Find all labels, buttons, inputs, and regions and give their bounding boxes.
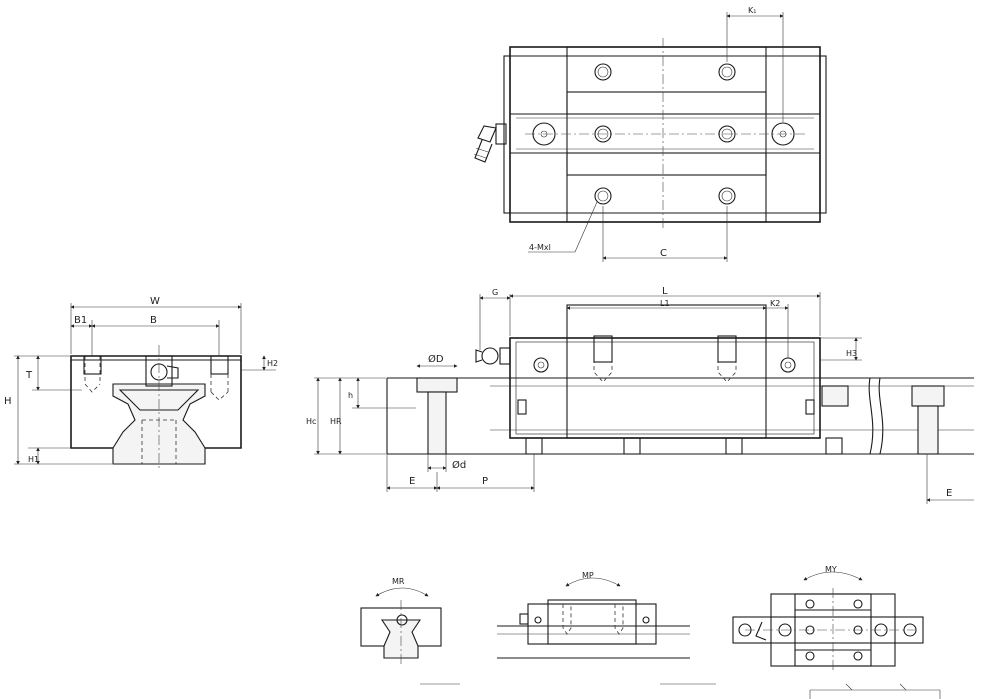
b1-label: B1 (74, 315, 87, 326)
moment-my-view: MY (732, 565, 924, 672)
phi-d-big-label: ØD (428, 353, 444, 365)
mr-label: MR (392, 577, 405, 586)
hr-label: HR (330, 417, 342, 426)
side-grease-nipple-icon (475, 347, 511, 365)
phi-d-small-label: Ød (452, 459, 466, 471)
moment-mr-view: MR (360, 577, 442, 664)
k1-label: K₁ (748, 6, 756, 15)
bottom-edge-fragments (420, 683, 941, 699)
my-label: MY (825, 565, 837, 574)
top-view: K₁ C 4-Mxl (473, 6, 827, 262)
grease-nipple-icon (473, 123, 507, 163)
hc-label: Hc (306, 417, 316, 426)
end-view: W B1 B H T H1 H2 (4, 296, 278, 470)
k2-label: K2 (770, 299, 780, 308)
mp-label: MP (582, 571, 594, 580)
g-label: G (492, 288, 498, 297)
side-view: G L L1 K2 H3 ØD Ød Hc HR h (306, 286, 974, 504)
p-label: P (482, 476, 488, 487)
h1-label: H1 (28, 455, 39, 464)
h2-label: H2 (267, 359, 278, 368)
b-label: B (150, 315, 157, 326)
h-label: H (4, 396, 12, 407)
h3-label: H3 (846, 349, 857, 358)
e-left-label: E (409, 476, 415, 487)
w-label: W (150, 296, 160, 307)
mxl-label: 4-Mxl (529, 243, 551, 252)
c-label: C (660, 248, 667, 259)
l1-label: L1 (660, 299, 670, 308)
l-label: L (662, 286, 668, 297)
t-label: T (25, 370, 33, 381)
h-small-label: h (348, 391, 353, 400)
e-right-label: E (946, 488, 952, 499)
moment-mp-view: MP (497, 571, 690, 659)
